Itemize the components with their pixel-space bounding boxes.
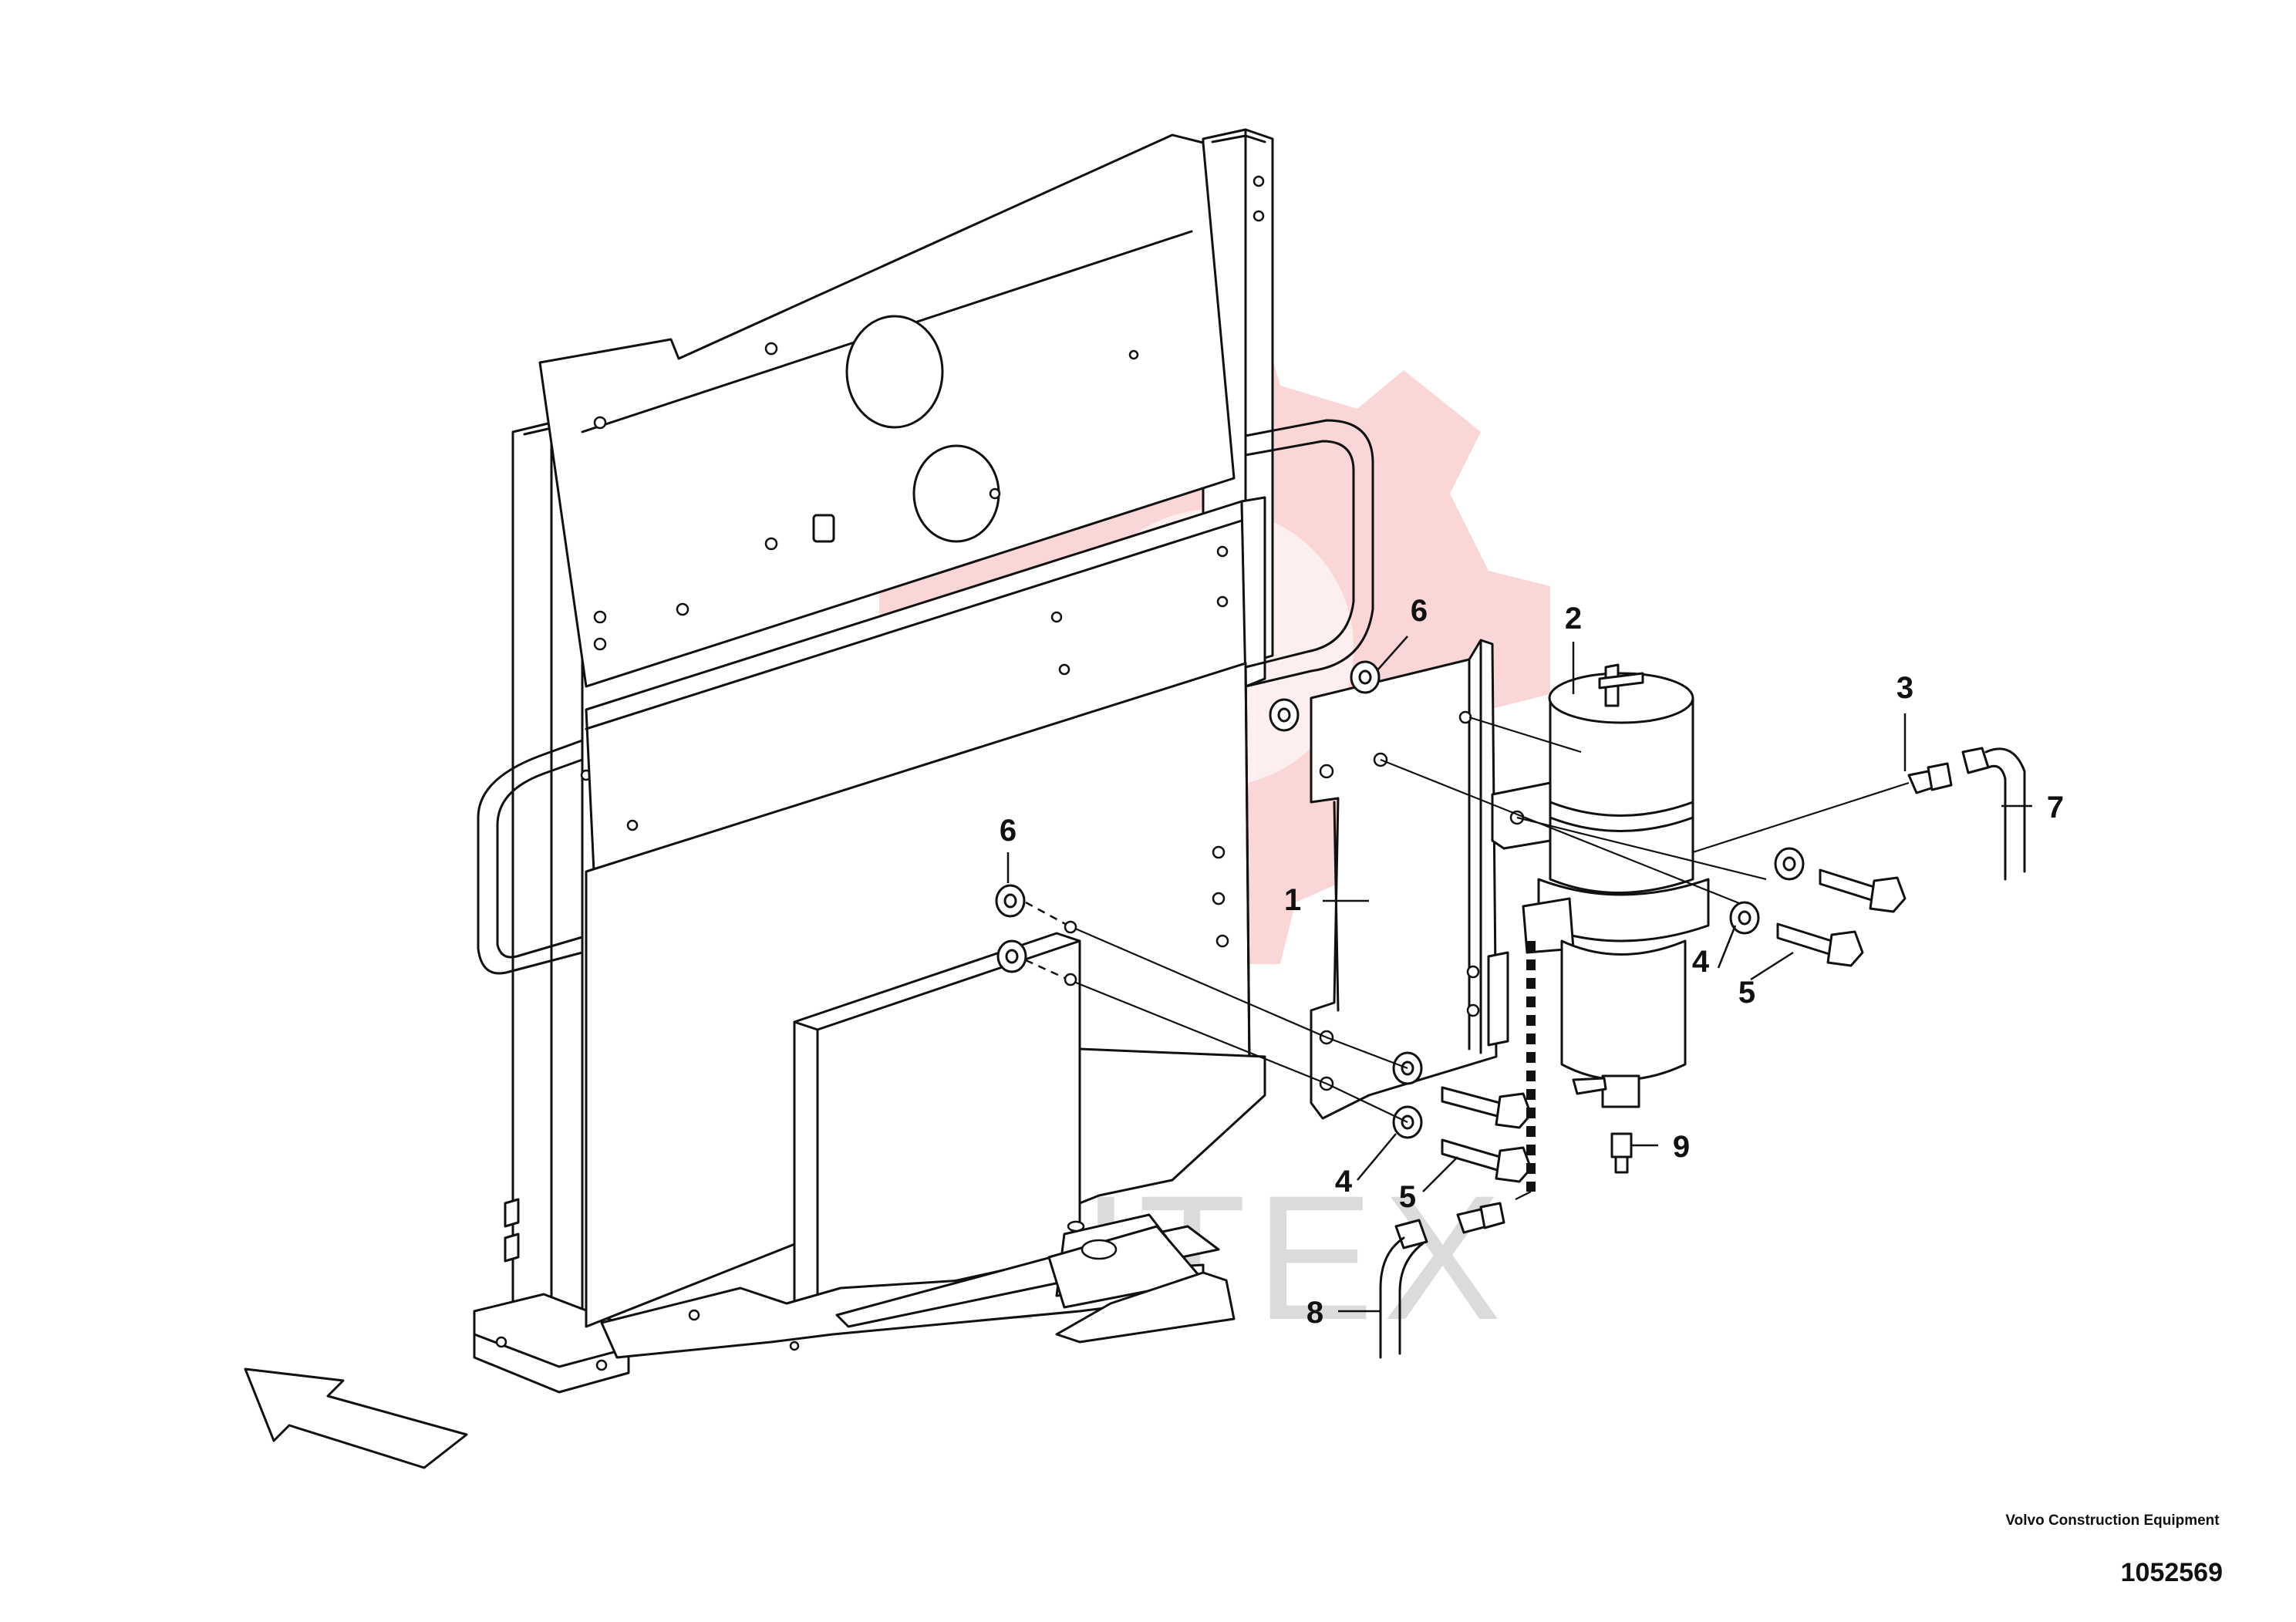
callout-2: 2: [1565, 602, 1582, 636]
hose-part-7: [1961, 747, 2026, 881]
callout-5-upper: 5: [1738, 976, 1755, 1010]
callout-5-lower: 5: [1399, 1180, 1416, 1214]
washer-part-4-upper: [1729, 847, 1805, 935]
drain-plug-part-9: [1610, 1132, 1633, 1174]
bolt-part-5-upper: [1776, 868, 1907, 967]
fuel-filter-part-2: [1491, 663, 1710, 1108]
callout-6-lower: 6: [1000, 814, 1017, 848]
bracket-part-1: [1310, 639, 1509, 1120]
callout-1: 1: [1284, 883, 1301, 917]
forward-direction-arrow-icon: [244, 1367, 468, 1469]
callout-8: 8: [1306, 1296, 1323, 1330]
bolt-part-5-lower: [1441, 1086, 1532, 1183]
callout-6-upper: 6: [1411, 594, 1428, 628]
fitting-part-3: [1907, 762, 1953, 794]
middle-plate: [585, 496, 1266, 932]
callout-9: 9: [1673, 1130, 1690, 1164]
callout-4-lower: 4: [1335, 1165, 1353, 1199]
washer-part-4-lower: [1392, 1051, 1423, 1139]
callout-4-upper: 4: [1692, 945, 1710, 979]
upper-panel: [538, 133, 1236, 688]
bottom-tray: [600, 932, 1266, 1359]
callout-3: 3: [1896, 671, 1913, 705]
washer-part-6: [995, 660, 1381, 973]
right-handle: [1244, 419, 1374, 688]
callout-7: 7: [2047, 791, 2064, 824]
brand-label: Volvo Construction Equipment: [2005, 1512, 2220, 1529]
drawing-number: 1052569: [2120, 1558, 2223, 1587]
left-handle: [477, 739, 584, 975]
hose-part-8: [1379, 1202, 1505, 1359]
